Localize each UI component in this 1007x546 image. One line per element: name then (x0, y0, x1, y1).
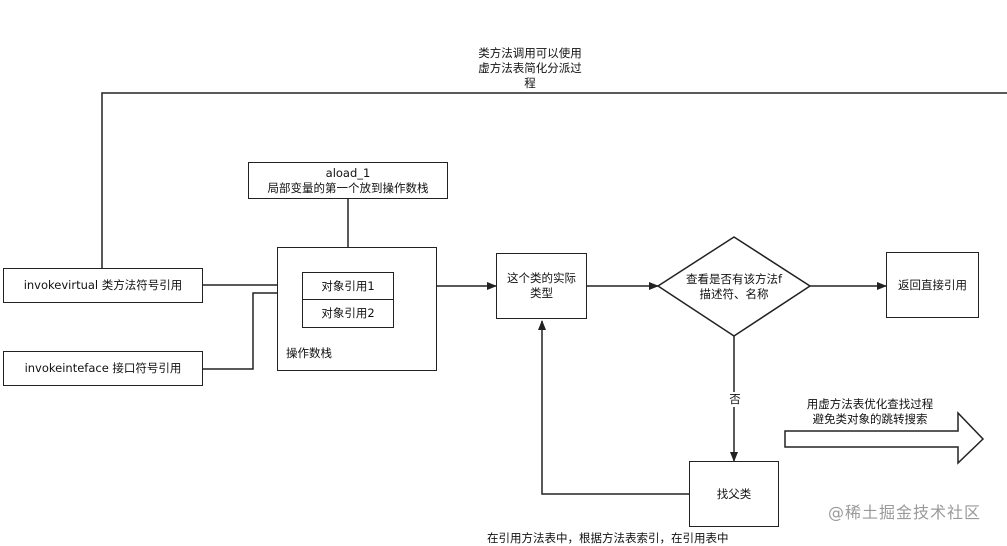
vtable-note: 用虚方法表优化查找过程 避免类对象的跳转搜索 (806, 397, 934, 426)
aload-box: aload_1 局部变量的第一个放到操作数栈 (248, 162, 448, 199)
aload-description: 局部变量的第一个放到操作数栈 (267, 180, 429, 195)
parent-loop-arrow (538, 320, 689, 495)
big-right-arrow (784, 411, 985, 465)
invokeinterface-box: invokeinteface 接口符号引用 (3, 351, 203, 386)
operand-stack-label: 操作数栈 (286, 346, 332, 360)
find-parent-box: 找父类 (689, 461, 779, 527)
return-direct-ref-box: 返回直接引用 (886, 252, 979, 318)
top-loop-connector (101, 92, 1007, 268)
no-label: 否 (726, 392, 744, 407)
invokevirtual-box: invokevirtual 类方法符号引用 (3, 268, 203, 303)
top-note: 类方法调用可以使用 虚方法表简化分派过 程 (478, 46, 582, 90)
watermark: @稀土掘金技术社区 (828, 503, 982, 522)
bottom-cutoff-text: 在引用方法表中，根据方法表索引，在引用表中 (487, 531, 729, 545)
decision-text: 查看是否有该方法f 描述符、名称 (685, 272, 783, 301)
aload-instruction: aload_1 (325, 165, 371, 180)
actual-type-box: 这个类的实际 类型 (496, 253, 587, 319)
object-ref-1: 对象引用1 (302, 272, 394, 300)
object-ref-2: 对象引用2 (302, 299, 394, 328)
